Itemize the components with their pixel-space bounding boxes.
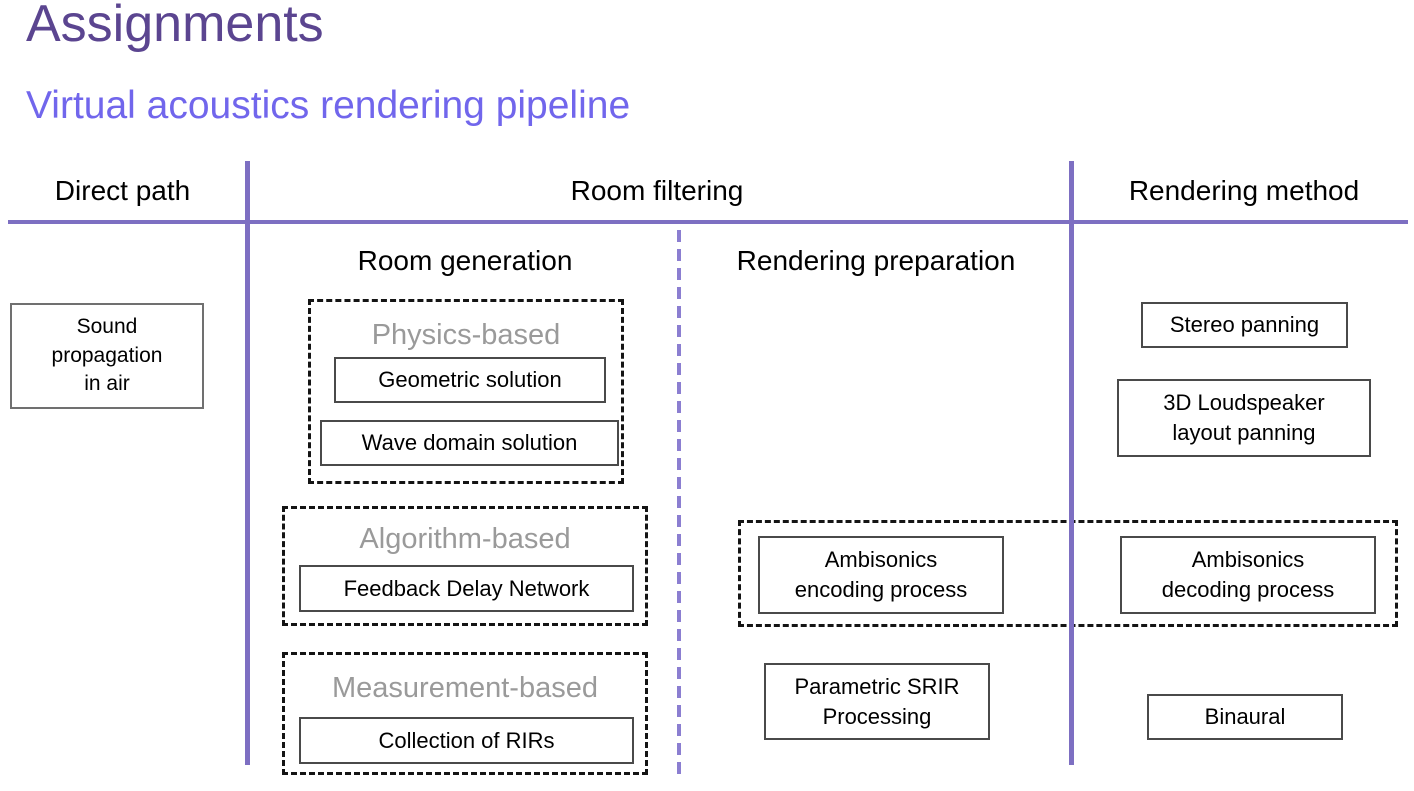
box-stereo-panning: Stereo panning xyxy=(1141,302,1348,348)
box-ambisonics-encoding: Ambisonics encoding process xyxy=(758,536,1004,614)
group-label-measurement-based: Measurement-based xyxy=(332,672,598,704)
box-collection-of-rirs: Collection of RIRs xyxy=(299,717,634,764)
group-algorithm-based: Algorithm-based Feedback Delay Network xyxy=(282,506,648,626)
subheader-room-generation: Room generation xyxy=(357,245,573,276)
box-geometric-solution: Geometric solution xyxy=(334,357,606,403)
column-header-rendering-method: Rendering method xyxy=(1128,175,1360,206)
column-divider-right xyxy=(1069,161,1074,765)
page-subtitle: Virtual acoustics rendering pipeline xyxy=(26,84,631,127)
box-loudspeaker-panning: 3D Loudspeaker layout panning xyxy=(1117,379,1371,457)
box-ambisonics-decoding: Ambisonics decoding process xyxy=(1120,536,1376,614)
subheader-rendering-preparation: Rendering preparation xyxy=(736,245,1016,276)
group-ambisonics: Ambisonics encoding process Ambisonics d… xyxy=(738,520,1398,627)
column-divider-left xyxy=(245,161,250,765)
box-wave-domain-solution: Wave domain solution xyxy=(320,420,619,466)
group-physics-based: Physics-based Geometric solution Wave do… xyxy=(308,299,624,484)
page-title: Assignments xyxy=(26,0,324,53)
box-sound-propagation: Sound propagation in air xyxy=(10,303,204,409)
header-divider xyxy=(8,220,1408,224)
box-binaural: Binaural xyxy=(1147,694,1343,740)
box-parametric-srir: Parametric SRIR Processing xyxy=(764,663,990,740)
group-measurement-based: Measurement-based Collection of RIRs xyxy=(282,652,648,775)
box-feedback-delay-network: Feedback Delay Network xyxy=(299,565,634,612)
group-label-algorithm-based: Algorithm-based xyxy=(359,523,571,555)
group-label-physics-based: Physics-based xyxy=(371,319,561,351)
subcolumn-divider-dashed xyxy=(677,230,681,775)
column-header-room-filtering: Room filtering xyxy=(570,175,744,206)
column-header-direct-path: Direct path xyxy=(54,175,191,206)
